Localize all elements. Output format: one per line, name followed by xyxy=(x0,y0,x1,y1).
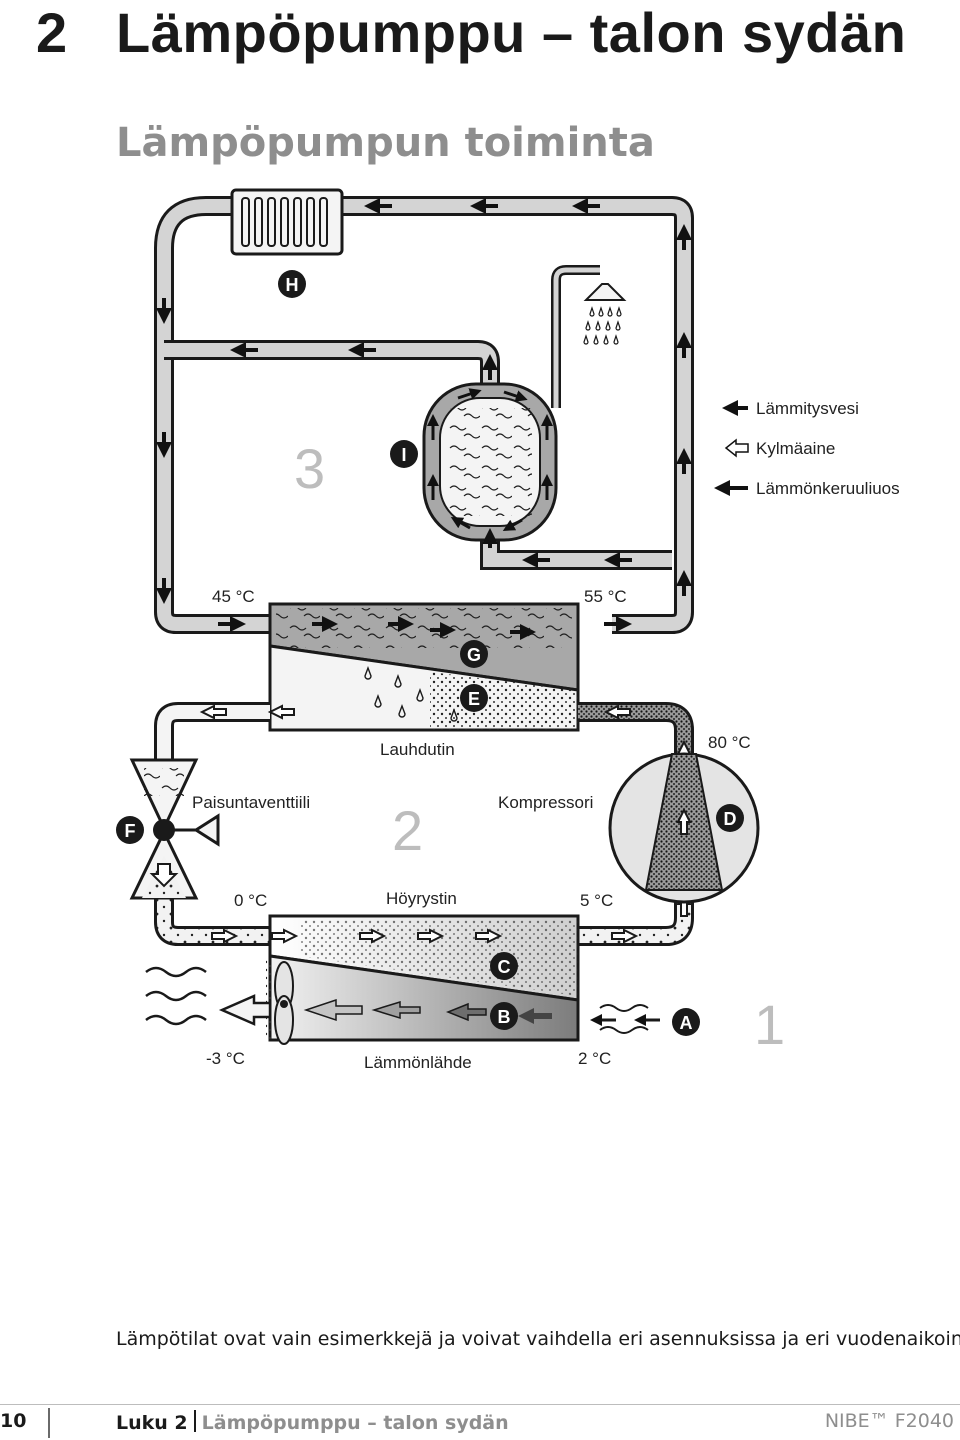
refrigerant-legend-icon xyxy=(724,438,749,458)
heating-water-arrows xyxy=(156,198,692,632)
evaporator xyxy=(266,914,580,1042)
marker-E: E xyxy=(460,684,488,712)
chapter-number: 2 xyxy=(36,1,68,64)
marker-H: H xyxy=(278,270,306,298)
section-number-3: 3 xyxy=(294,437,325,500)
marker-F: F xyxy=(116,816,144,844)
temp-0: 0 °C xyxy=(234,891,267,910)
section-title: Lämpöpumpun toiminta xyxy=(116,120,655,166)
footer-chapter: Luku 2 Lämpöpumppu – talon sydän xyxy=(116,1410,509,1434)
air-in-waves xyxy=(590,1004,660,1034)
condenser xyxy=(268,602,580,732)
label-condenser: Lauhdutin xyxy=(380,740,455,759)
fan-icon xyxy=(274,961,294,1045)
svg-text:C: C xyxy=(498,957,511,977)
footer-separator xyxy=(48,1408,50,1438)
svg-text:E: E xyxy=(468,689,480,709)
expansion-valve xyxy=(129,758,220,900)
chapter-header: 2 Lämpöpumppu – talon sydän xyxy=(0,0,960,70)
marker-I: I xyxy=(390,440,418,468)
label-compressor: Kompressori xyxy=(498,793,593,812)
legend: Lämmitysvesi Kylmäaine Lämmönkeruuliuos xyxy=(714,399,900,498)
footer-product: NIBE™ F2040 xyxy=(824,1410,954,1432)
label-expansion-valve: Paisuntaventtiili xyxy=(192,793,310,812)
chapter-separator xyxy=(193,1410,196,1432)
temp-5: 5 °C xyxy=(580,891,613,910)
legend-heating-water: Lämmitysvesi xyxy=(756,399,859,418)
chapter-title: Lämpöpumppu – talon sydän xyxy=(116,1,907,64)
marker-G: G xyxy=(460,640,488,668)
caption: Lämpötilat ovat vain esimerkkejä ja voiv… xyxy=(116,1328,960,1350)
air-out-waves xyxy=(145,966,272,1026)
svg-text:F: F xyxy=(125,821,136,841)
heat-pump-diagram: Lämmitysvesi Kylmäaine Lämmönkeruuliuos … xyxy=(116,188,900,1072)
footer-chapter-label: Luku 2 xyxy=(116,1412,188,1434)
temp-80: 80 °C xyxy=(708,733,751,752)
label-heat-source: Lämmönlähde xyxy=(364,1053,472,1072)
temp-45: 45 °C xyxy=(212,587,255,606)
compressor xyxy=(608,752,760,904)
section-number-2: 2 xyxy=(392,799,423,862)
heating-water-circuit xyxy=(154,196,694,634)
legend-brine: Lämmönkeruuliuos xyxy=(756,479,900,498)
svg-text:H: H xyxy=(286,275,299,295)
radiator-icon xyxy=(230,188,344,256)
temp-55: 55 °C xyxy=(584,587,627,606)
svg-text:G: G xyxy=(467,645,481,665)
hot-water-tank xyxy=(422,382,558,542)
svg-text:I: I xyxy=(401,445,406,465)
marker-B: B xyxy=(490,1002,518,1030)
refrigerant-circuit xyxy=(154,702,694,946)
svg-text:A: A xyxy=(680,1013,693,1033)
svg-text:D: D xyxy=(724,809,737,829)
footer-rule xyxy=(0,1404,960,1405)
svg-text:B: B xyxy=(498,1007,511,1027)
footer-chapter-name: Lämpöpumppu – talon sydän xyxy=(201,1412,509,1434)
marker-A: A xyxy=(672,1008,700,1036)
page-footer: 10 Luku 2 Lämpöpumppu – talon sydän NIBE™… xyxy=(0,1408,960,1438)
legend-refrigerant: Kylmäaine xyxy=(756,439,835,458)
label-evaporator: Höyrystin xyxy=(386,889,457,908)
marker-C: C xyxy=(490,952,518,980)
temp-2: 2 °C xyxy=(578,1049,611,1068)
section-number-1: 1 xyxy=(754,993,785,1056)
temp-minus-3: -3 °C xyxy=(206,1049,245,1068)
page-number: 10 xyxy=(0,1410,27,1432)
shower-icon xyxy=(551,265,627,408)
marker-D: D xyxy=(716,804,744,832)
